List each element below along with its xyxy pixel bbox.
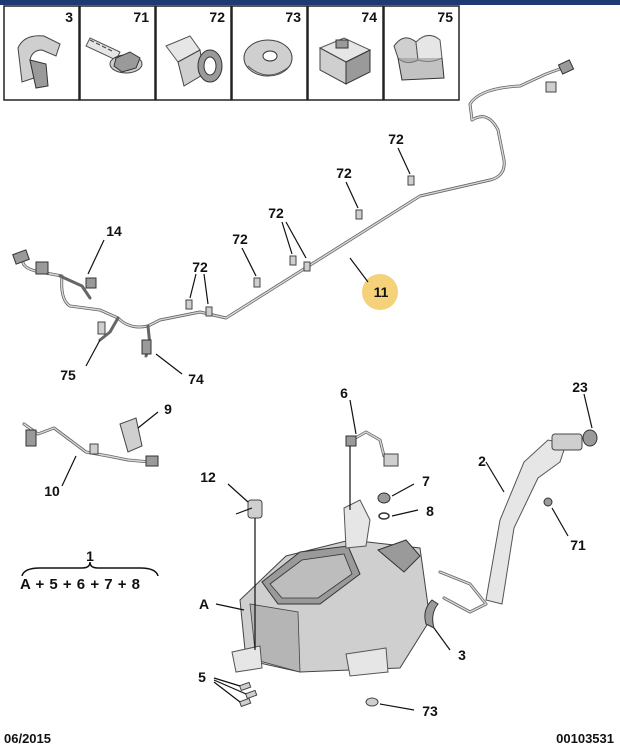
washer-icon	[243, 39, 293, 77]
part-thumb-75[interactable]: 75	[383, 5, 460, 101]
part-8[interactable]	[378, 512, 390, 520]
callout-5[interactable]: 5	[198, 669, 206, 685]
sensor-12[interactable]	[247, 499, 263, 650]
callout-9[interactable]: 9	[164, 401, 172, 417]
callout-10[interactable]: 10	[44, 483, 60, 499]
callout-74[interactable]: 74	[188, 371, 204, 387]
callout-2[interactable]: 2	[478, 453, 486, 469]
harness-11[interactable]	[12, 59, 575, 358]
tank-assembly[interactable]	[231, 499, 431, 677]
part-thumb-number: 72	[209, 9, 225, 25]
callout-72-b[interactable]: 72	[232, 231, 248, 247]
callout-71[interactable]: 71	[570, 537, 586, 553]
part-thumb-73[interactable]: 73	[231, 5, 308, 101]
highlight-marker	[362, 274, 398, 310]
leader-lines-bottom	[213, 393, 593, 711]
callout-23[interactable]: 23	[572, 379, 588, 395]
callout-75[interactable]: 75	[60, 367, 76, 383]
footer-date: 06/2015	[4, 731, 51, 746]
part-thumb-number: 73	[285, 9, 301, 25]
callout-73[interactable]: 73	[422, 703, 438, 719]
assembly-number[interactable]: 1	[86, 548, 94, 564]
part-thumb-74[interactable]: 74	[307, 5, 384, 101]
pipe-clip-icon	[393, 35, 445, 81]
part-thumb-71[interactable]: 71	[79, 5, 156, 101]
part-7[interactable]	[377, 492, 391, 504]
bolts-5[interactable]	[238, 681, 258, 708]
sensor-6[interactable]	[345, 430, 399, 510]
part-thumb-number: 3	[65, 9, 73, 25]
leader-lines-mid	[61, 411, 159, 487]
callout-3[interactable]: 3	[458, 647, 466, 663]
parts-strip: 3 71 72	[3, 5, 460, 101]
part-thumb-3[interactable]: 3	[3, 5, 80, 101]
callout-7[interactable]: 7	[422, 473, 430, 489]
harness-10[interactable]	[22, 417, 159, 467]
callout-72-a[interactable]: 72	[192, 259, 208, 275]
assembly-formula: A + 5 + 6 + 7 + 8	[20, 576, 141, 593]
footer-reference: 00103531	[556, 731, 614, 746]
bracket-icon	[318, 37, 372, 85]
part-thumb-number: 75	[437, 9, 453, 25]
harness-clips	[85, 175, 415, 355]
callout-6[interactable]: 6	[340, 385, 348, 401]
callout-12[interactable]: 12	[200, 469, 216, 485]
retainer-clip-icon	[165, 35, 223, 87]
callout-8[interactable]: 8	[426, 503, 434, 519]
brace-icon	[21, 561, 159, 577]
part-thumb-72[interactable]: 72	[155, 5, 232, 101]
callout-72-c[interactable]: 72	[268, 205, 284, 221]
leader-lines-top	[85, 147, 411, 375]
washer-73[interactable]	[365, 697, 379, 707]
part-thumb-number: 74	[361, 9, 377, 25]
part-thumb-number: 71	[133, 9, 149, 25]
callout-72-d[interactable]: 72	[336, 165, 352, 181]
callout-A[interactable]: A	[199, 596, 209, 612]
bolt-icon	[85, 37, 143, 74]
assembly-legend: 1	[21, 548, 159, 577]
callout-14[interactable]: 14	[106, 223, 122, 239]
filler-pipe-2[interactable]	[438, 429, 598, 614]
clip-icon	[17, 35, 61, 89]
header-bar	[0, 0, 620, 5]
callout-72-e[interactable]: 72	[388, 131, 404, 147]
callout-11[interactable]: 11	[374, 284, 389, 300]
